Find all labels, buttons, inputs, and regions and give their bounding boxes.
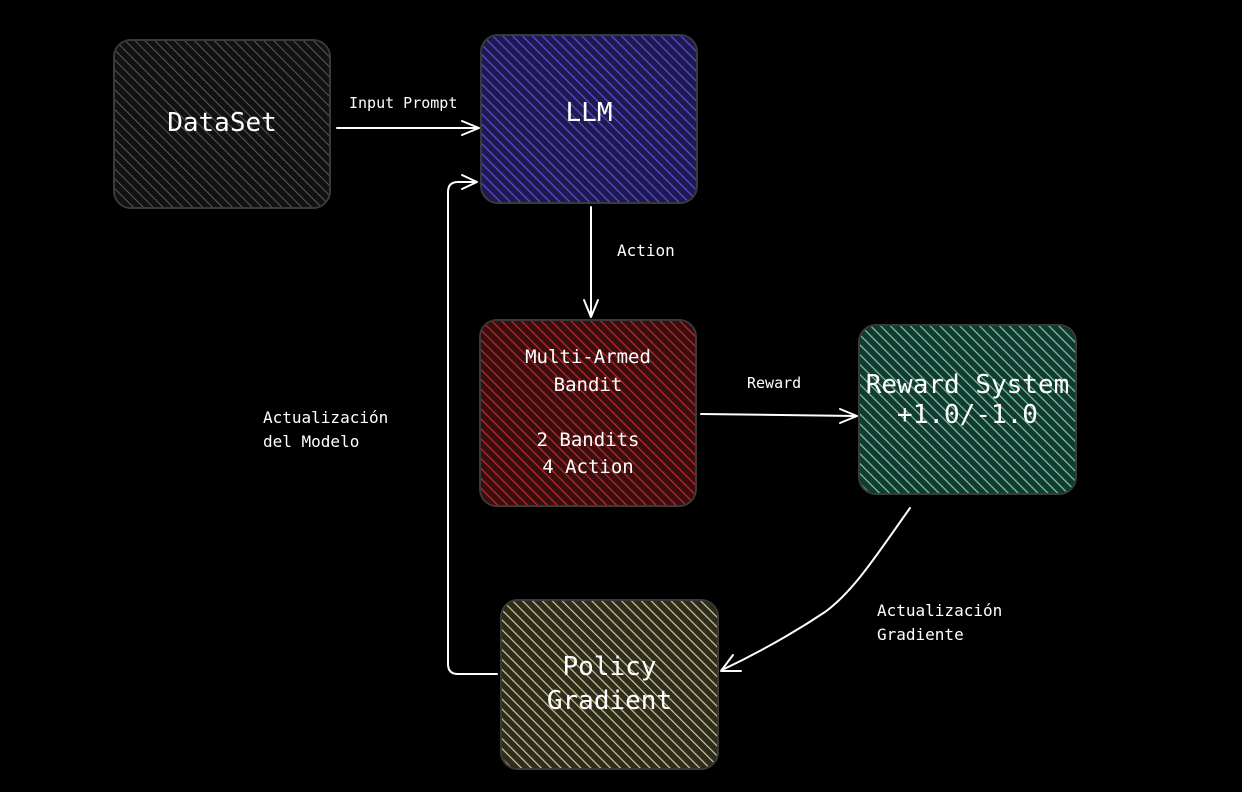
- llm-hatch-fill: [482, 36, 696, 202]
- edge-reward: [700, 408, 858, 424]
- reward-hatch-fill: [860, 326, 1075, 493]
- llm-label: LLM: [565, 98, 613, 129]
- policy-gradient-node: Policy Gradient: [500, 599, 719, 770]
- llm-node: LLM: [480, 34, 698, 204]
- edge-input-prompt: [336, 120, 480, 136]
- bandit-hatch-fill: [481, 321, 695, 505]
- policy-gradient-label: Policy Gradient: [546, 651, 673, 716]
- dataset-hatch-fill: [115, 41, 329, 207]
- edge-actualizacion-modelo: [447, 174, 498, 675]
- dataset-node: DataSet: [113, 39, 331, 209]
- dataset-label: DataSet: [167, 108, 277, 139]
- actualizacion-modelo-label: Actualización del Modelo: [263, 408, 389, 451]
- multi-armed-bandit-node: Multi-Armed Bandit 2 Bandits 4 Action: [479, 319, 697, 507]
- action-label: Action: [617, 241, 675, 260]
- edge-actualizacion-gradiente: [720, 507, 911, 672]
- edge-action: [583, 206, 599, 318]
- reward-system-label: Reward System +1.0/-1.0: [865, 369, 1070, 430]
- reward-label: Reward: [747, 374, 802, 392]
- policy-hatch-fill: [502, 601, 717, 768]
- bandit-label: Multi-Armed Bandit 2 Bandits 4 Action: [525, 346, 651, 479]
- reward-system-node: Reward System +1.0/-1.0: [858, 324, 1077, 495]
- actualizacion-gradiente-label: Actualización Gradiente: [877, 601, 1003, 644]
- input-prompt-label: Input Prompt: [349, 94, 458, 112]
